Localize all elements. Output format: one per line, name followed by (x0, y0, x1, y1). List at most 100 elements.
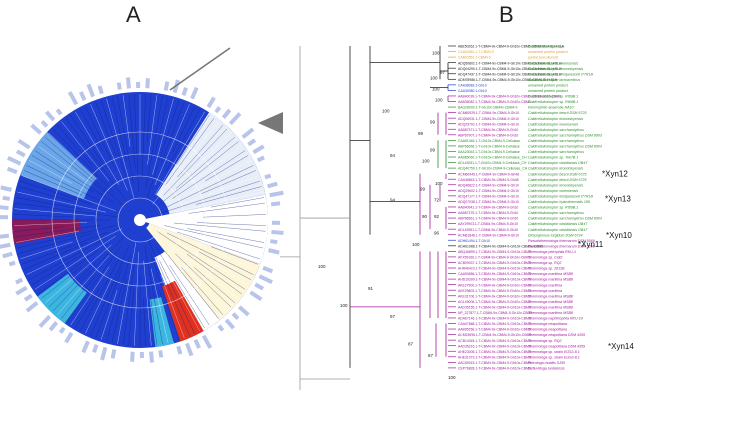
outer-annotation-bar (3, 254, 13, 257)
leaf-organism: Caldicellulosiruptor owensensis (528, 122, 578, 126)
outer-annotation-bar (160, 350, 161, 357)
bootstrap-value: 97 (390, 314, 396, 319)
outer-annotation-bar (258, 157, 264, 160)
leaf-accession: CAA38083.1-Gh10 (458, 83, 487, 87)
outer-annotation-bar (16, 288, 26, 294)
outer-annotation-bar (0, 236, 9, 237)
leaf-organism: Caldicellulosiruptor owensensis (528, 61, 578, 65)
leaf-organism: Thermotoga maritima MSB8 (528, 305, 573, 309)
bootstrap-value: 97 (440, 70, 446, 75)
leaf-accession: AAA23063.1-T-Gh10x-CBM4-9-Cellulase (458, 150, 520, 154)
leaf-accession: ACM60945.1-T-CBM4-9x-CBM4-9-Gh48 (458, 172, 519, 176)
bootstrap-value: 100 (448, 375, 456, 380)
bootstrap-value: 90 (422, 214, 428, 219)
outer-annotation-bar (42, 121, 47, 126)
leaf-organism: Caldicellulosiruptor owensensis (528, 189, 578, 193)
leaf-accession: ADL42951.1-T-CBM4-9x-CBM4-9-Gh10 (458, 228, 518, 232)
outer-annotation-bar (119, 83, 120, 90)
leaf-accession: BAG28000.1-T-Gh10x-CBM4x-CBM4-9 (458, 106, 517, 110)
callout-xyn10: *Xyn10 (606, 231, 632, 240)
leaf-accession: AAB95256.1-T-CBM4-9x-CBM4-9-Gh10x-CBM9 (458, 328, 531, 332)
outer-annotation-bar (243, 129, 253, 137)
leaf-organism: Thermotoga neapolitana DSM 4359 (528, 333, 585, 337)
leaf-accession: CAA07868.1-T-CBM4-9x-CBM4-9-Gh10x-CBM9 (458, 322, 531, 326)
leaf-organism: Thermotoga maritima MSB8 (528, 311, 573, 315)
outer-annotation-bar (57, 110, 61, 115)
outer-annotation-bar (1, 187, 12, 190)
leaf-accession: AAD35216.1-T-CBM4-9x-CBM4-9-Gh10x-CBM9 (458, 344, 531, 348)
leaf-organism: Caldicellulosiruptor obsidiansis OB47 (528, 228, 588, 232)
outer-annotation-bar (226, 320, 233, 328)
outer-annotation-bar (128, 78, 129, 89)
leaf-accession: ABP66658.1-T-Gh10x-CBM4-9-Cellulase (458, 145, 520, 149)
leaf-organism: Caldicellulosiruptor hydrothermalis 108 (528, 200, 590, 204)
outer-annotation-bar (94, 345, 97, 353)
leaf-accession: AFX59166.1-T-CBM4-9x-CBM4-9-Gh10x-CBM9 (458, 256, 530, 260)
rectangular-phylogenetic-tree: ABE50262.1-T-CBM4-9x-CBM4-9-Gh10x-CBM6-C… (270, 38, 740, 438)
outer-annotation-bar (219, 326, 223, 331)
leaf-organism: Thermotoga maritima (528, 289, 562, 293)
outer-annotation-bar (70, 92, 77, 104)
leaf-accession: AKE27900.1-T-CBM4-9x-CBM4-9-Gh10x-CBM9 (458, 283, 531, 287)
leaf-accession: AAC69015.1-T-CBM4-9x-CBM4-9-Gh10x-CBM9 (458, 361, 531, 365)
leaf-accession: ADQ46822.1-T-CBM4-9x-CBM4-9-Gh10 (458, 183, 519, 187)
leaf-organism: Thermotoga maritima (528, 283, 562, 287)
outer-annotation-bar (248, 140, 255, 145)
leaf-organism: Thermotoga sp. RQ2 (528, 339, 562, 343)
leaf-organism: Caldicellulosiruptor kronotskyensis (528, 183, 583, 187)
leaf-accession: AAB87371.1-T-CBM4-9x-CBM4-9-Gh10 (458, 128, 518, 132)
bootstrap-value: 99 (418, 131, 424, 136)
leaf-accession: ABP67907.1-T-CBM4-9x-CBM4-9-Gh10 (458, 133, 518, 137)
outer-annotation-bar (8, 158, 21, 164)
leaf-organism: Thermotoga sp. strain EGS3-8.1 (528, 350, 580, 354)
leaf-accession: ACB14345.1-T-CBM4-9x-CBM4-9-Gh10x-CBM9 (458, 339, 531, 343)
outer-annotation-bar (88, 84, 93, 96)
outer-annotation-bar (83, 341, 88, 352)
leaf-accession: ADQ29702.1-T-CBM4-9x-CBM4-9-Gh10 (458, 122, 519, 126)
leaf-organism: unnamed protein product (528, 89, 569, 93)
leaf-accession: ADQ47177.1-T-CBM4-9x-CBM4-9-Gh10 (458, 194, 519, 198)
leaf-organism: Caldicellulosiruptor obsidiansis OB47 (528, 161, 588, 165)
outer-annotation-bar (0, 245, 10, 248)
leaf-organism: Caldicellulosiruptor kronotskyensis (528, 67, 583, 71)
leaf-accession: ACM60929.1-T-CBM4-9x-CBM4-9-Gh10 (458, 111, 519, 115)
bootstrap-value: 94 (390, 153, 396, 158)
leaf-organism: Caldicellulosiruptor lactoaceticus (528, 78, 580, 82)
outer-annotation-bar (151, 352, 152, 363)
outer-annotation-bar (60, 328, 63, 333)
leaf-accession: AKE31706.1-T-CBM4-9x-CBM4-9-Gh10x-CBM9 (458, 294, 531, 298)
outer-annotation-bar (204, 336, 211, 348)
leaf-organism: Caldicellulosiruptor bescii DSM 6725 (528, 111, 587, 115)
leaf-organism: Caldicellulosiruptor sp. Tok7B.1 (528, 156, 578, 160)
outer-annotation-bar (3, 198, 10, 199)
outer-annotation-bar (17, 151, 25, 155)
outer-annotation-bar (187, 343, 192, 355)
bootstrap-value: 96 (434, 231, 440, 236)
leaf-accession: CAA90656.1-T-CBM4-9x-CBM4-9-Gh10x-CBM9 (458, 272, 531, 276)
leaf-organism: Caldicellulosiruptor kristjanssonii I77R… (528, 72, 594, 76)
leaf-organism: Caldicellulosiruptor sp. Rt69B.1 (528, 95, 578, 99)
outer-annotation-bar (175, 80, 178, 93)
leaf-organism: Caldicellulosiruptor bescii DSM 6725 (528, 172, 587, 176)
callout-xyn12: *Xyn12 (602, 169, 628, 178)
leaf-organism: Caldicellulosiruptor saccharolyticus DSM… (528, 217, 602, 221)
leaf-accession: CAA30080.1-Gh10 (458, 89, 487, 93)
outer-annotation-bar (216, 107, 219, 112)
leaf-organism: Thermotoga maritima MSB8 (528, 300, 573, 304)
leaf-organism: Thermotoga sp. 2812B (528, 267, 565, 271)
outer-annotation-bar (233, 314, 238, 319)
leaf-organism: Caldicellulosiruptor kronotskyensis (528, 117, 583, 121)
leaf-organism: Thermotoga sp. Cell2 (528, 256, 562, 260)
outer-annotation-bar (208, 98, 214, 107)
outer-annotation-bar (40, 316, 50, 326)
leaf-organism: Thermotoga maritima MSB8 (528, 294, 573, 298)
bootstrap-value: 92 (434, 214, 440, 219)
outer-annotation-bar (230, 114, 240, 124)
outer-annotation-bar (147, 78, 148, 88)
callout-xyn14: *Xyn14 (608, 342, 634, 351)
leaf-accession: NP_227877.1-T-CBM4-9x-CBM4-9-Gh10x-CBM9 (458, 311, 532, 315)
leaf-organism: Thermotoga maritima MSB8 (528, 272, 573, 276)
outer-annotation-bar (223, 110, 229, 118)
bootstrap-value: 100 (412, 242, 420, 247)
